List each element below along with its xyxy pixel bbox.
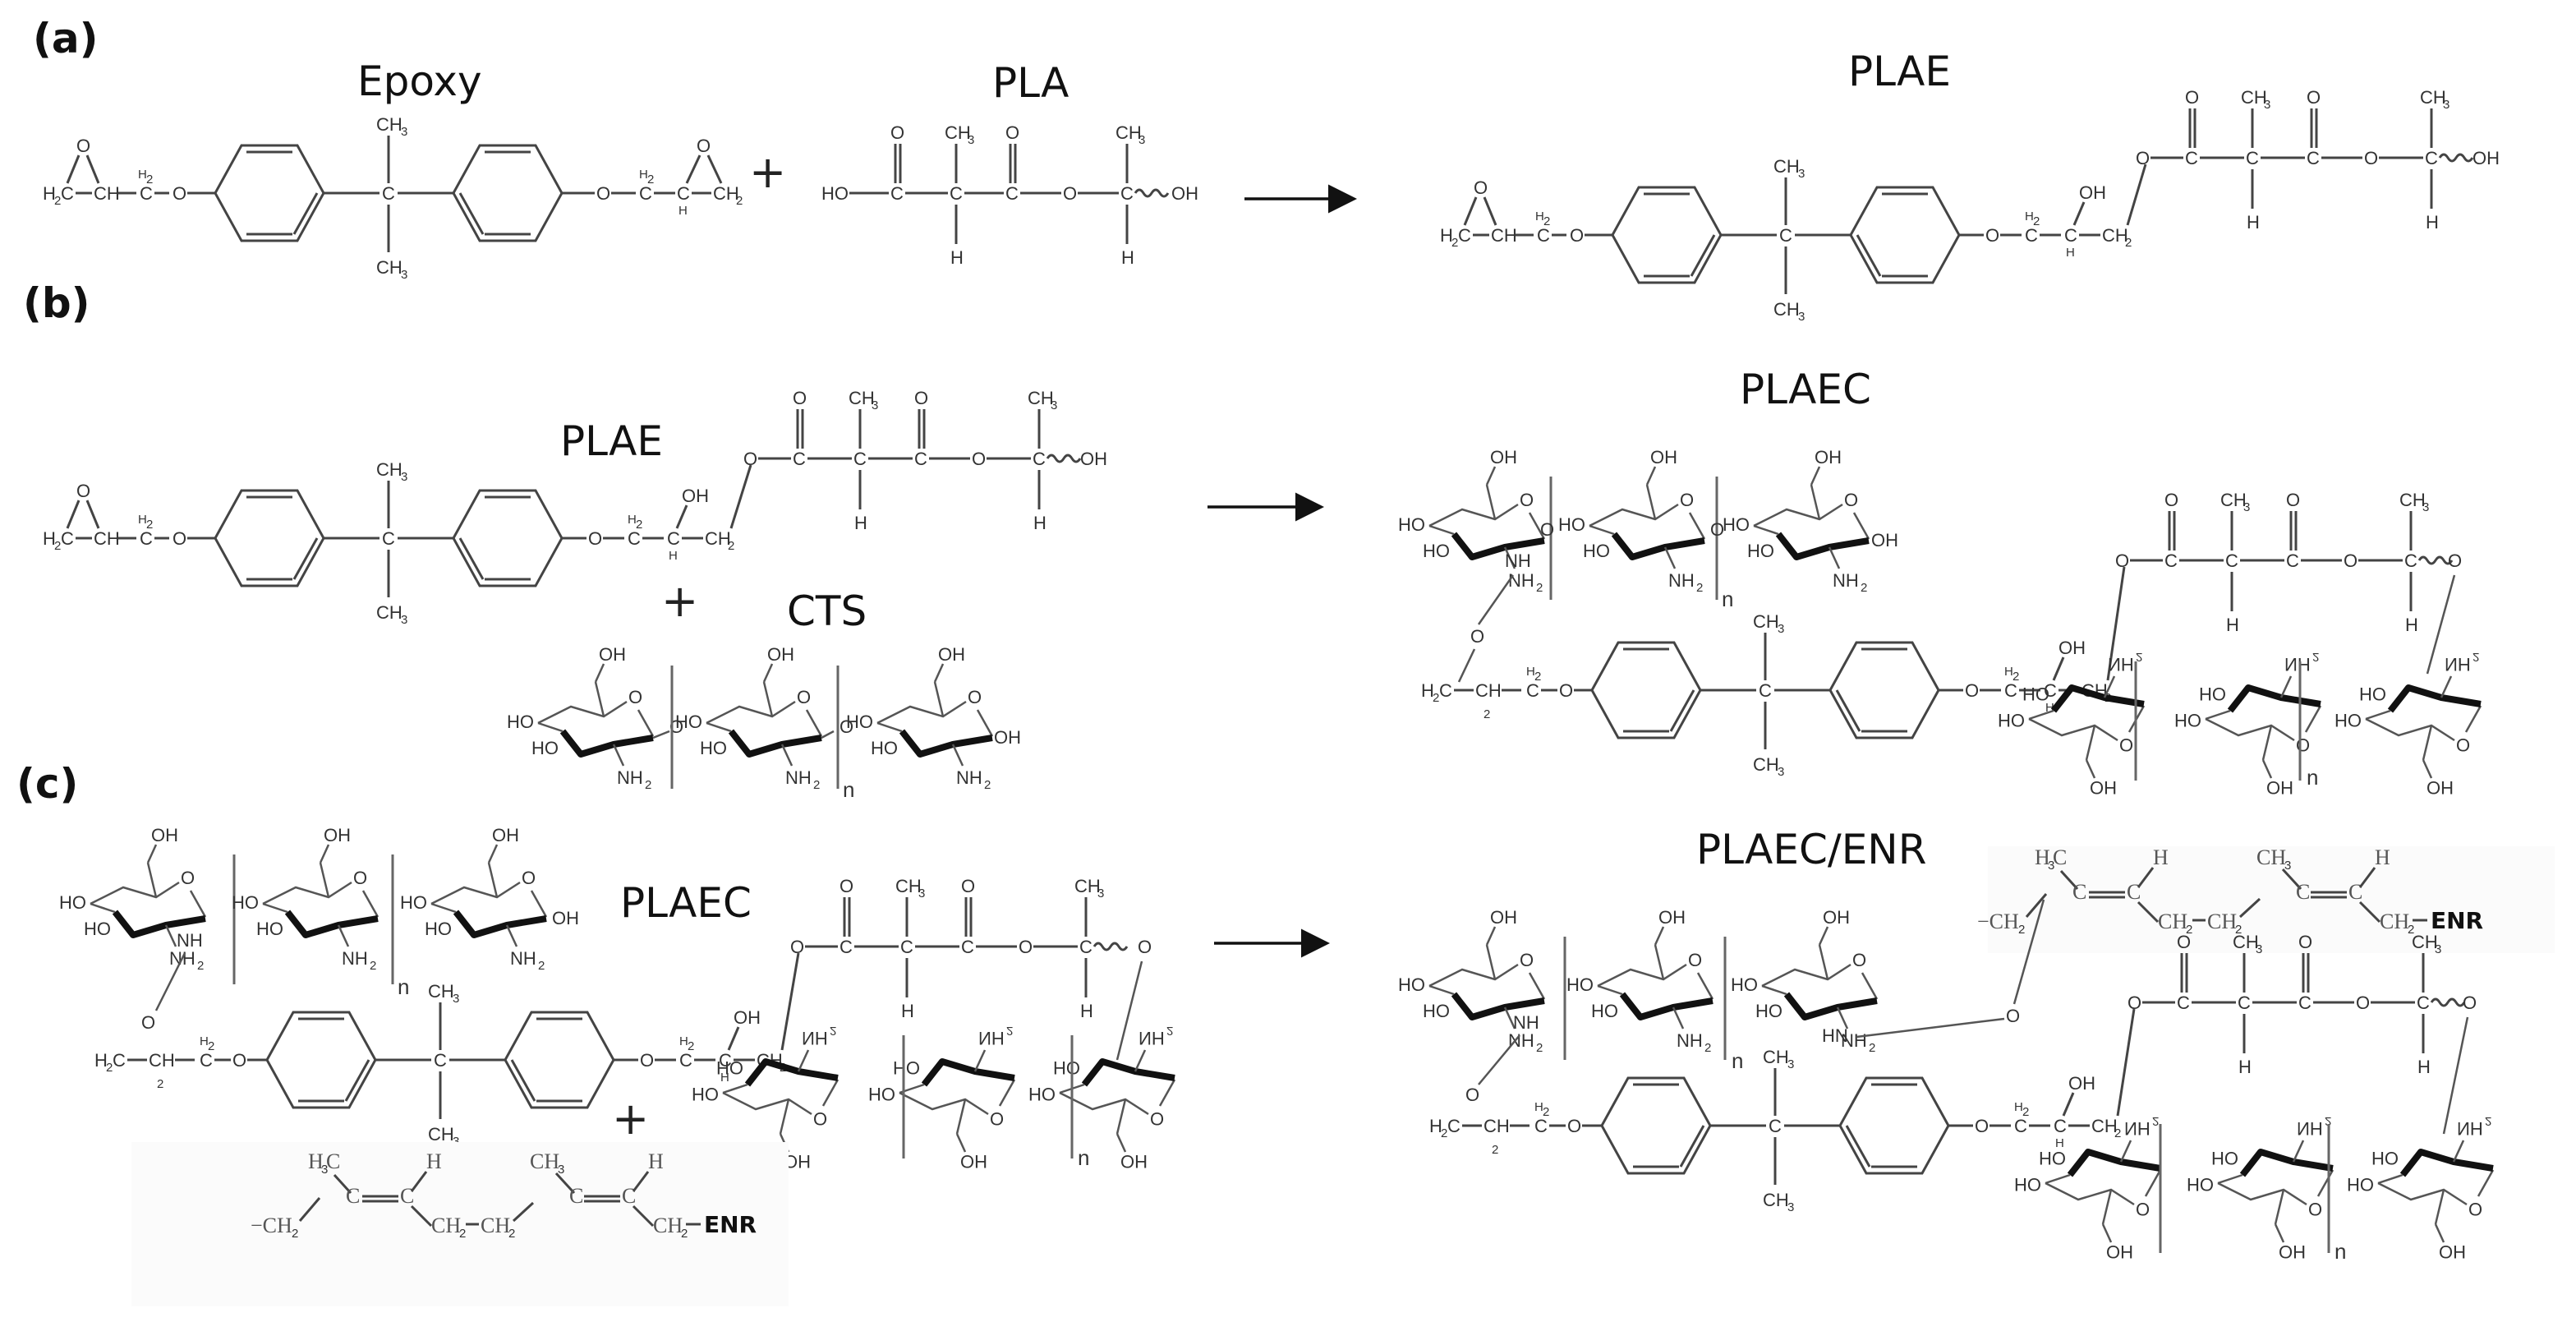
svg-text:NH: NH: [1505, 550, 1531, 571]
svg-text:O: O: [1465, 1085, 1479, 1105]
pla-structure: HO C O C CH3 H C O O C CH3 H OH: [821, 122, 1198, 268]
svg-text:C: C: [950, 183, 963, 204]
svg-text:O: O: [1567, 1116, 1581, 1136]
svg-text:n: n: [1078, 1145, 1089, 1170]
panel-label-c: (c): [16, 760, 79, 808]
svg-text:C: C: [1439, 680, 1452, 701]
svg-text:HO: HO: [821, 183, 849, 204]
svg-text:2: 2: [1543, 1105, 1549, 1119]
svg-text:n: n: [1732, 1048, 1743, 1073]
svg-text:C: C: [1534, 1116, 1548, 1136]
svg-text:H: H: [94, 1050, 108, 1071]
svg-text:CH: CH: [945, 122, 971, 143]
svg-text:O: O: [2448, 550, 2462, 571]
svg-text:O: O: [1005, 122, 1019, 143]
svg-text:n: n: [843, 777, 854, 802]
svg-text:H: H: [678, 204, 688, 218]
svg-text:2: 2: [1484, 707, 1490, 721]
svg-text:CH: CH: [1484, 1116, 1510, 1136]
svg-text:H: H: [1421, 680, 1434, 701]
svg-text:O: O: [1540, 519, 1554, 540]
svg-text:n: n: [398, 974, 409, 999]
title-plaec-enr-product: PLAEC/ENR: [1696, 826, 1927, 873]
svg-text:2: 2: [1441, 1126, 1447, 1140]
plae-product-structure: OH: [1438, 85, 2500, 325]
svg-text:C: C: [1526, 680, 1539, 701]
cts-structure: O n O OH: [507, 644, 1021, 802]
title-epoxy: Epoxy: [357, 58, 482, 105]
svg-text:O: O: [2463, 993, 2477, 1013]
svg-text:2: 2: [736, 194, 743, 208]
svg-text:n: n: [1722, 587, 1733, 611]
svg-text:H: H: [200, 1034, 209, 1048]
svg-text:O: O: [596, 183, 610, 204]
title-pla: PLA: [992, 59, 1070, 107]
title-cts: CTS: [787, 587, 867, 635]
svg-text:O: O: [1710, 519, 1724, 540]
svg-text:C: C: [639, 183, 652, 204]
svg-text:O: O: [890, 122, 904, 143]
svg-text:CH: CH: [149, 1050, 175, 1071]
svg-text:C: C: [1447, 1116, 1460, 1136]
svg-text:O: O: [1138, 937, 1152, 957]
plae-reactant-structure: OH: [41, 386, 1107, 629]
title-plae-reactant: PLAE: [560, 417, 663, 465]
title-plaec-reactant: PLAEC: [620, 879, 752, 927]
svg-text:OH: OH: [1080, 449, 1107, 469]
svg-text:H: H: [1121, 247, 1134, 268]
svg-text:3: 3: [1138, 133, 1145, 147]
svg-text:2: 2: [208, 1039, 214, 1053]
svg-text:O: O: [1063, 183, 1077, 204]
svg-text:C: C: [113, 1050, 126, 1071]
svg-text:H: H: [950, 247, 964, 268]
title-plaec-product: PLAEC: [1740, 366, 1871, 413]
plus-sign-a: +: [749, 146, 787, 198]
svg-text:C: C: [890, 183, 904, 204]
enr-structure: [131, 1142, 789, 1306]
plus-sign-b: +: [661, 575, 699, 627]
svg-text:H: H: [1534, 1100, 1543, 1114]
svg-text:2: 2: [1433, 691, 1439, 705]
svg-text:O: O: [232, 1050, 246, 1071]
svg-text:3: 3: [968, 133, 974, 147]
svg-text:C: C: [677, 183, 690, 204]
svg-text:C: C: [1120, 183, 1134, 204]
svg-text:H: H: [639, 168, 648, 182]
svg-text:H: H: [1526, 665, 1535, 679]
svg-text:NH: NH: [177, 930, 203, 951]
svg-text:O: O: [697, 136, 711, 156]
svg-text:O: O: [141, 1012, 155, 1033]
svg-text:O: O: [1559, 680, 1573, 701]
svg-text:CH: CH: [713, 183, 739, 204]
panel-label-a: (a): [33, 15, 99, 62]
svg-text:H: H: [1429, 1116, 1442, 1136]
svg-text:n: n: [2307, 765, 2318, 790]
svg-text:OH: OH: [994, 727, 1021, 748]
svg-text:OH: OH: [1871, 530, 1898, 550]
panel-label-b: (b): [23, 279, 90, 327]
svg-text:OH: OH: [2472, 148, 2500, 168]
svg-text:CH: CH: [1116, 122, 1142, 143]
svg-text:2: 2: [106, 1061, 113, 1075]
svg-text:C: C: [200, 1050, 213, 1071]
svg-text:O: O: [1470, 626, 1484, 647]
svg-text:CH: CH: [1475, 680, 1502, 701]
svg-text:NH: NH: [1513, 1012, 1539, 1033]
svg-text:OH: OH: [552, 908, 579, 928]
svg-text:n: n: [2334, 1239, 2346, 1264]
svg-text:2: 2: [1492, 1143, 1498, 1157]
svg-text:C: C: [1005, 183, 1019, 204]
svg-text:OH: OH: [1171, 183, 1198, 204]
svg-text:2: 2: [157, 1077, 163, 1091]
svg-text:HN: HN: [1822, 1025, 1848, 1046]
title-plae-product: PLAE: [1848, 48, 1951, 95]
plus-sign-c: +: [612, 1093, 650, 1145]
svg-text:2: 2: [1534, 670, 1541, 684]
svg-text:O: O: [2006, 1006, 2020, 1026]
svg-text:2: 2: [647, 173, 654, 187]
